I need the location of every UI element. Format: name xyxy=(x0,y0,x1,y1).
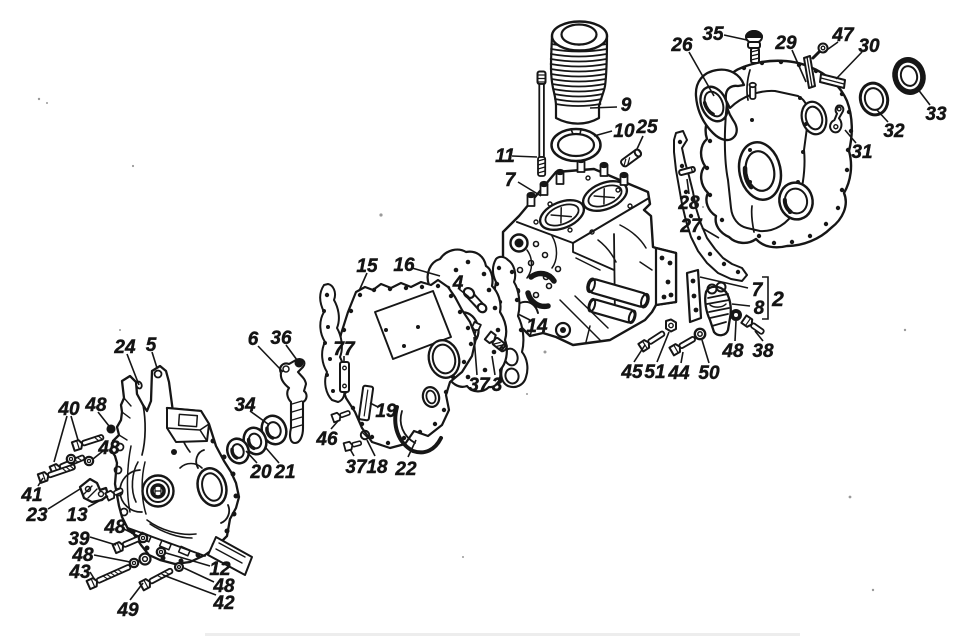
svg-text:9: 9 xyxy=(621,95,632,116)
svg-text:41: 41 xyxy=(20,485,42,506)
svg-text:48: 48 xyxy=(97,438,120,459)
svg-text:31: 31 xyxy=(851,142,872,163)
svg-text:37: 37 xyxy=(345,457,368,478)
svg-text:39: 39 xyxy=(68,529,90,550)
svg-text:34: 34 xyxy=(234,395,256,416)
svg-text:37: 37 xyxy=(468,375,491,396)
svg-text:33: 33 xyxy=(925,104,947,125)
svg-text:20: 20 xyxy=(249,462,272,483)
svg-text:77: 77 xyxy=(333,339,356,360)
svg-text:3: 3 xyxy=(492,375,503,396)
svg-text:44: 44 xyxy=(667,363,690,384)
svg-text:6: 6 xyxy=(248,329,259,350)
svg-text:16: 16 xyxy=(393,255,415,276)
svg-text:38: 38 xyxy=(752,341,774,362)
svg-text:40: 40 xyxy=(57,399,80,420)
svg-text:11: 11 xyxy=(495,146,515,167)
svg-text:26: 26 xyxy=(670,35,693,56)
svg-text:14: 14 xyxy=(526,316,548,337)
svg-text:5: 5 xyxy=(146,335,157,356)
svg-text:36: 36 xyxy=(270,328,292,349)
svg-text:35: 35 xyxy=(702,24,724,45)
svg-text:48: 48 xyxy=(212,576,235,597)
svg-text:18: 18 xyxy=(366,457,388,478)
svg-text:42: 42 xyxy=(212,593,235,614)
svg-text:12: 12 xyxy=(209,559,231,580)
svg-text:25: 25 xyxy=(635,117,658,138)
svg-text:13: 13 xyxy=(66,505,88,526)
svg-text:48: 48 xyxy=(103,517,126,538)
svg-text:48: 48 xyxy=(71,545,94,566)
svg-text:7: 7 xyxy=(505,170,517,191)
svg-text:32: 32 xyxy=(883,121,905,142)
svg-text:21: 21 xyxy=(273,462,295,483)
svg-text:22: 22 xyxy=(394,459,417,480)
svg-text:43: 43 xyxy=(68,562,91,583)
svg-text:27: 27 xyxy=(679,216,703,237)
svg-text:49: 49 xyxy=(116,600,139,621)
svg-text:24: 24 xyxy=(113,337,136,358)
svg-text:2: 2 xyxy=(771,288,784,311)
svg-text:10: 10 xyxy=(613,121,635,142)
svg-text:15: 15 xyxy=(356,256,378,277)
svg-text:30: 30 xyxy=(858,36,880,57)
svg-text:23: 23 xyxy=(25,505,48,526)
svg-text:45: 45 xyxy=(620,362,643,383)
svg-text:48: 48 xyxy=(84,395,107,416)
svg-text:50: 50 xyxy=(698,363,720,384)
svg-text:19: 19 xyxy=(375,401,397,422)
svg-text:29: 29 xyxy=(774,33,797,54)
svg-text:4: 4 xyxy=(452,273,464,294)
svg-text:8: 8 xyxy=(754,298,765,319)
svg-text:48: 48 xyxy=(721,341,744,362)
svg-text:46: 46 xyxy=(315,429,338,450)
svg-text:7: 7 xyxy=(752,280,764,301)
svg-text:47: 47 xyxy=(831,25,855,46)
svg-text:28: 28 xyxy=(677,193,700,214)
svg-text:51: 51 xyxy=(644,362,665,383)
